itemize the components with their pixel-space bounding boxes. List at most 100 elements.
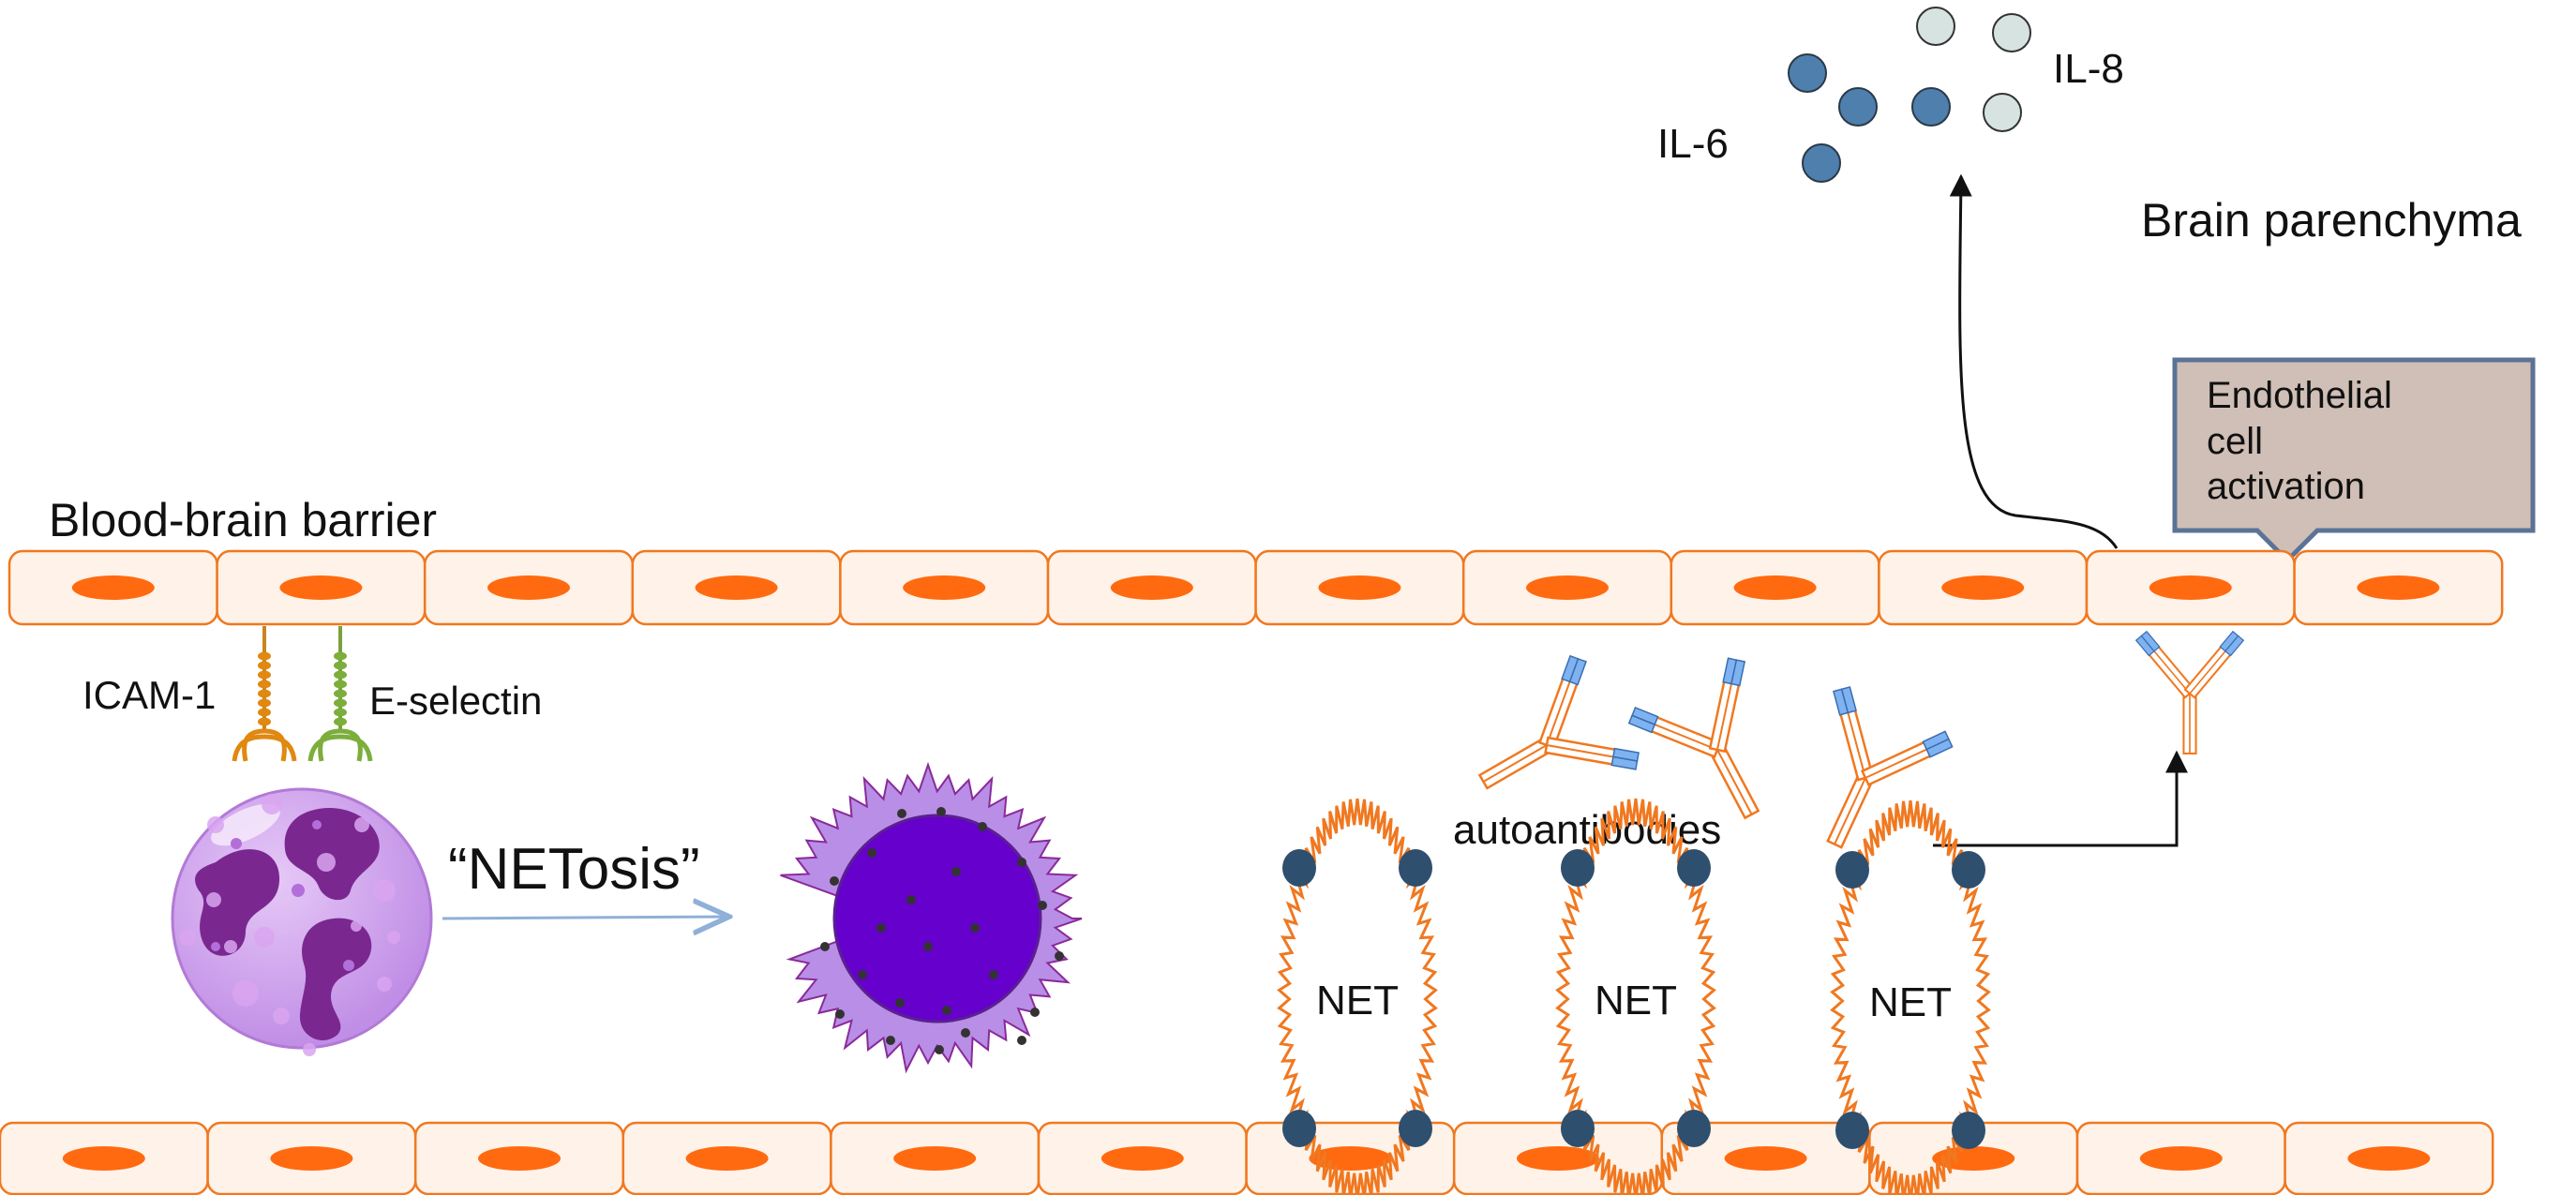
endothelial-nucleus: [1517, 1146, 1599, 1171]
antibody: [1477, 654, 1640, 790]
endothelial-cell: [1461, 549, 1673, 626]
antibody: [1826, 686, 1954, 849]
net-bead: [1835, 1112, 1869, 1149]
endothelial-cell: [206, 1121, 417, 1195]
net-bead: [1399, 1110, 1432, 1147]
endothelial-cell: [1046, 549, 1257, 626]
endothelial-nucleus: [1724, 1146, 1807, 1171]
net-bead: [1399, 849, 1432, 887]
autoantibody-binding-arrow: [1933, 750, 2188, 847]
il6-label: IL-6: [1657, 121, 1729, 167]
net-label: NET: [1595, 978, 1677, 1023]
icam1-label: ICAM-1: [82, 673, 216, 717]
callout-line-2: cell: [2207, 421, 2263, 462]
net-bead: [1561, 849, 1595, 887]
endothelial-cell: [1254, 549, 1465, 626]
net: NET: [1830, 799, 1991, 1195]
endothelial-nucleus: [62, 1146, 145, 1171]
netotic-nucleus: [832, 814, 1042, 1023]
endothelial-nucleus: [685, 1146, 769, 1171]
endothelial-cell: [1037, 1121, 1248, 1195]
neutrophil-extracellular-traps: NET NET NET: [1277, 798, 1991, 1195]
autoantibodies: [1477, 630, 2245, 849]
neutrophil-nucleus: [284, 808, 380, 901]
endothelial-activation-callout: [2172, 357, 2536, 564]
net-bead: [1677, 1110, 1711, 1147]
endothelial-cell: [423, 549, 635, 626]
e-selectin-molecule: [307, 626, 373, 762]
endothelial-nucleus: [1318, 575, 1401, 600]
endothelial-cell: [622, 1121, 832, 1195]
il6-cytokine: [1911, 87, 1951, 127]
il6-cytokine: [1802, 143, 1841, 183]
endothelial-nucleus: [478, 1146, 561, 1171]
e-selectin-label: E-selectin: [369, 679, 542, 723]
il6-cytokine: [1788, 53, 1827, 93]
netotic-cell: [780, 761, 1083, 1074]
antibody: [1627, 657, 1760, 820]
endothelial-cell: [839, 549, 1050, 626]
netosis-arrow: [442, 917, 729, 919]
endothelial-nucleus: [1941, 575, 2025, 600]
il8-cytokine: [1916, 7, 1955, 46]
endothelial-cell: [2284, 1121, 2494, 1195]
endothelial-cell: [1670, 549, 1880, 626]
bottom-endothelial-layer: [0, 1121, 2494, 1195]
endothelial-cell: [0, 1121, 209, 1195]
endothelial-cell: [2085, 549, 2296, 626]
net-bead: [1282, 1110, 1316, 1147]
endothelial-nucleus: [903, 575, 986, 600]
endothelial-nucleus: [2347, 1146, 2431, 1171]
endothelial-nucleus: [2139, 1146, 2223, 1171]
endothelial-cell: [216, 549, 427, 626]
net-bead: [1835, 851, 1869, 889]
endothelial-nucleus: [279, 575, 363, 600]
antibody: [2134, 630, 2245, 754]
il8-cytokine: [1983, 93, 2022, 132]
neutrophil: [171, 787, 433, 1056]
il8-label: IL-8: [2053, 46, 2124, 92]
net: NET: [1555, 798, 1716, 1195]
net-bead: [1952, 1112, 1985, 1149]
il8-cytokine: [1992, 13, 2031, 52]
net-bead: [1952, 851, 1985, 889]
icam1-molecule: [232, 626, 297, 762]
endothelial-cell: [7, 549, 218, 626]
endothelial-cell: [2293, 549, 2504, 626]
net-bead: [1282, 849, 1316, 887]
endothelial-nucleus: [1733, 575, 1817, 600]
cytokines: [1788, 7, 2031, 183]
endothelial-cell: [1868, 1121, 2079, 1195]
endothelial-cell: [631, 549, 842, 626]
net-bead: [1677, 849, 1711, 887]
endothelial-activation-text: Endothelial cell activation: [2207, 375, 2403, 507]
net: NET: [1277, 798, 1438, 1195]
bbb-label: Blood-brain barrier: [49, 494, 437, 546]
endothelial-nucleus: [71, 575, 155, 600]
endothelial-nucleus: [1932, 1146, 2015, 1171]
endothelial-nucleus: [893, 1146, 977, 1171]
endothelial-nucleus: [2357, 575, 2440, 600]
endothelial-nucleus: [487, 575, 570, 600]
endothelial-nucleus: [695, 575, 778, 600]
endothelial-nucleus: [1101, 1146, 1184, 1171]
top-endothelial-layer: [7, 549, 2504, 626]
callout-line-1: Endothelial: [2207, 375, 2392, 416]
endothelial-nucleus: [2149, 575, 2232, 600]
net-bead: [1561, 1110, 1595, 1147]
netosis-label: “NETosis”: [448, 837, 700, 902]
endothelial-nucleus: [270, 1146, 353, 1171]
brain-parenchyma-label: Brain parenchyma: [2141, 194, 2522, 246]
endothelial-cell: [413, 1121, 625, 1195]
il6-cytokine: [1838, 87, 1878, 127]
net-label: NET: [1316, 978, 1399, 1023]
callout-line-3: activation: [2207, 466, 2365, 507]
net-label: NET: [1869, 979, 1952, 1025]
endothelial-cell: [1878, 549, 2089, 626]
neutrophil-nucleus: [299, 918, 372, 1040]
endothelial-nucleus: [1526, 575, 1609, 600]
neutrophil-nucleus: [195, 849, 280, 956]
endothelial-cell: [2075, 1121, 2286, 1195]
endothelial-nucleus: [1110, 575, 1193, 600]
